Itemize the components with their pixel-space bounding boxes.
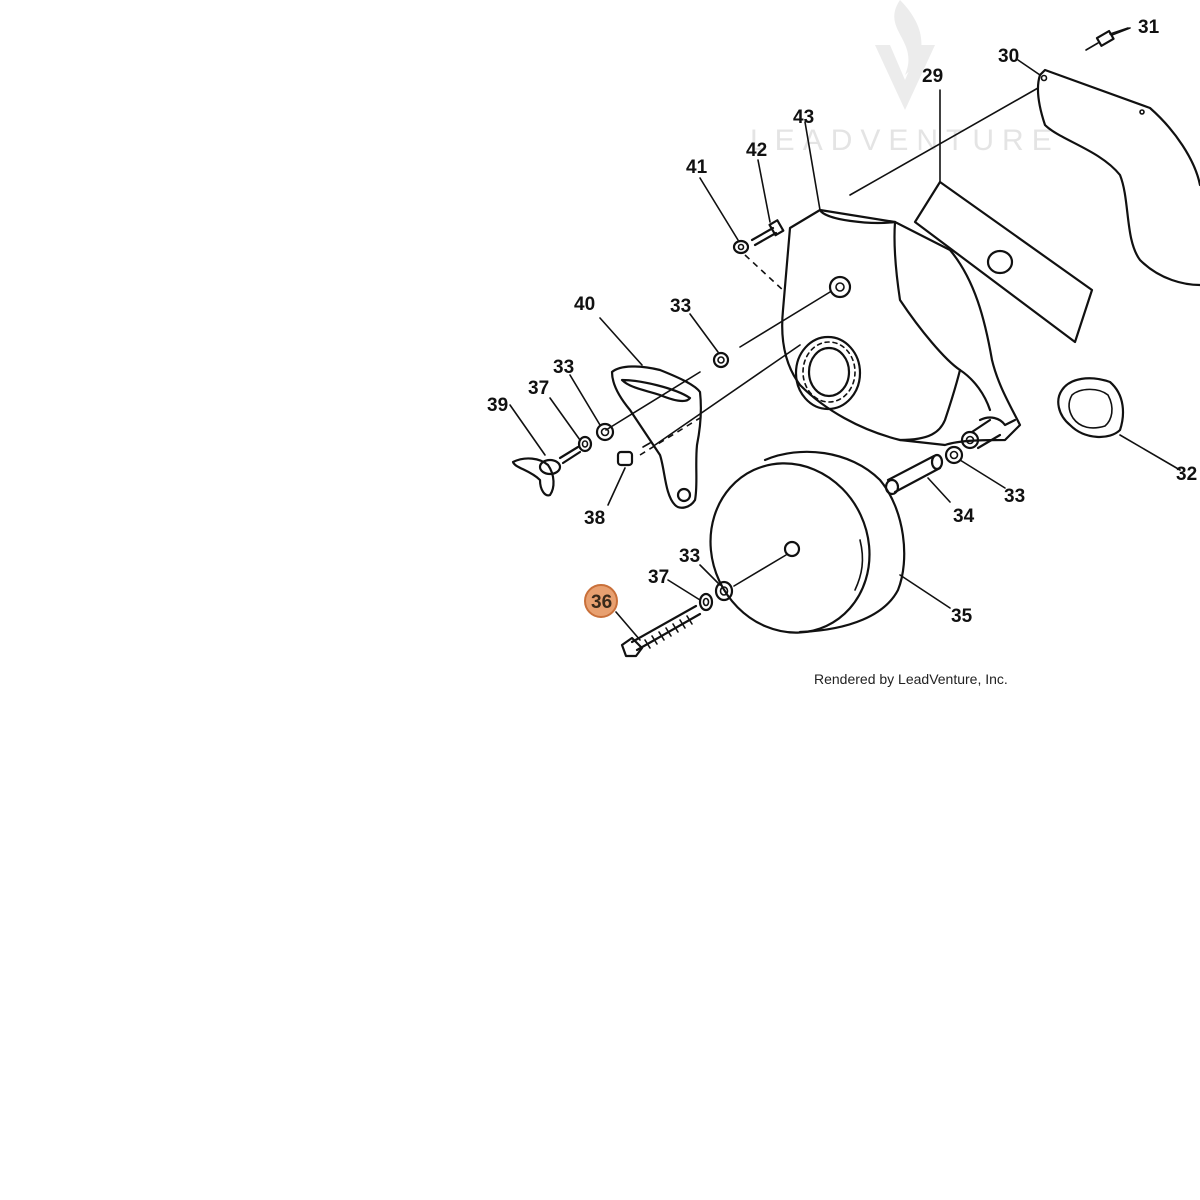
callout-37-left[interactable]: 37 [528, 378, 549, 399]
part-42-screw [744, 219, 786, 293]
part-29-plate [849, 87, 1094, 344]
part-31-fastener [1085, 27, 1131, 51]
callout-33-upper[interactable]: 33 [670, 296, 691, 317]
part-33-washer-left [595, 422, 615, 442]
part-37-lockwasher-left [577, 435, 593, 453]
callout-30[interactable]: 30 [998, 46, 1019, 67]
part-40-bracket [610, 365, 702, 509]
callout-33-right[interactable]: 33 [1004, 486, 1025, 507]
callout-32[interactable]: 32 [1176, 464, 1197, 485]
callout-29[interactable]: 29 [922, 66, 943, 87]
callout-33-lower[interactable]: 33 [679, 546, 700, 567]
callout-41[interactable]: 41 [686, 157, 708, 178]
callout-35[interactable]: 35 [951, 606, 973, 627]
callout-37-lower[interactable]: 37 [648, 567, 669, 588]
callout-43[interactable]: 43 [793, 107, 814, 128]
watermark-text: LEADVENTURE [750, 124, 1060, 157]
assembly-line-4 [733, 554, 787, 587]
part-39-wingbolt [511, 445, 582, 497]
part-34-spacer [884, 453, 944, 496]
callout-38[interactable]: 38 [584, 508, 605, 529]
callout-33-left[interactable]: 33 [553, 357, 574, 378]
callout-34[interactable]: 34 [953, 506, 975, 527]
part-38-nut [616, 442, 651, 467]
watermark: LEADVENTURE [750, 0, 1060, 157]
callout-labels[interactable]: 29 30 31 32 33 33 33 33 34 35 36 37 37 3… [487, 17, 1197, 627]
callout-42[interactable]: 42 [746, 140, 767, 161]
leader-lines [509, 27, 1181, 641]
callout-36[interactable]: 36 [591, 592, 612, 613]
assembly-line-3 [654, 344, 801, 446]
callout-40[interactable]: 40 [574, 294, 595, 315]
part-37-lockwasher-lower [698, 592, 714, 612]
callout-39[interactable]: 39 [487, 395, 508, 416]
part-32-gasket [1057, 377, 1125, 438]
assembly-line-2 [739, 291, 831, 348]
part-41-washer [732, 239, 750, 255]
part-33-washer-lower [714, 580, 734, 602]
part-33-washer-upper [712, 351, 730, 369]
callout-31[interactable]: 31 [1138, 17, 1160, 38]
leadventure-logo-icon [875, 0, 935, 110]
part-43-housing [781, 208, 1022, 447]
rendered-by-credit: Rendered by LeadVenture, Inc. [814, 671, 1008, 687]
part-36-bolt [620, 604, 702, 658]
highlight-circle [584, 584, 618, 618]
part-35-round-cover [709, 450, 906, 634]
part-33-washer-right [944, 418, 1002, 465]
part-30-cover-panel [1036, 68, 1200, 287]
assembly-line-1 [605, 371, 701, 431]
